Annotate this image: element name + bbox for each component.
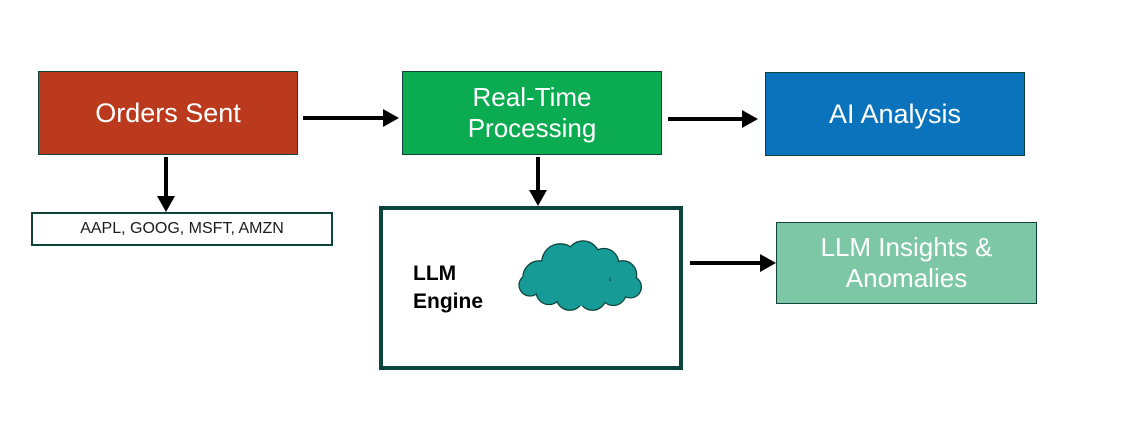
node-llm-insights-label: LLM Insights & Anomalies <box>820 232 993 293</box>
node-llm-engine: LLM Engine <box>379 206 683 370</box>
node-realtime-processing-label: Real-Time Processing <box>467 82 597 143</box>
node-llm-engine-label: LLM Engine <box>413 261 484 313</box>
node-llm-insights: LLM Insights & Anomalies <box>776 222 1037 304</box>
node-ai-analysis-label: AI Analysis <box>828 98 962 129</box>
node-orders-sent: Orders Sent <box>38 71 298 155</box>
node-ai-analysis: AI Analysis <box>765 72 1025 156</box>
cloud-icon <box>513 232 655 322</box>
node-realtime-processing: Real-Time Processing <box>402 71 662 155</box>
node-tickers-label: AAPL, GOOG, MSFT, AMZN <box>80 220 284 237</box>
node-orders-sent-label: Orders Sent <box>95 97 241 128</box>
node-tickers: AAPL, GOOG, MSFT, AMZN <box>31 212 333 246</box>
